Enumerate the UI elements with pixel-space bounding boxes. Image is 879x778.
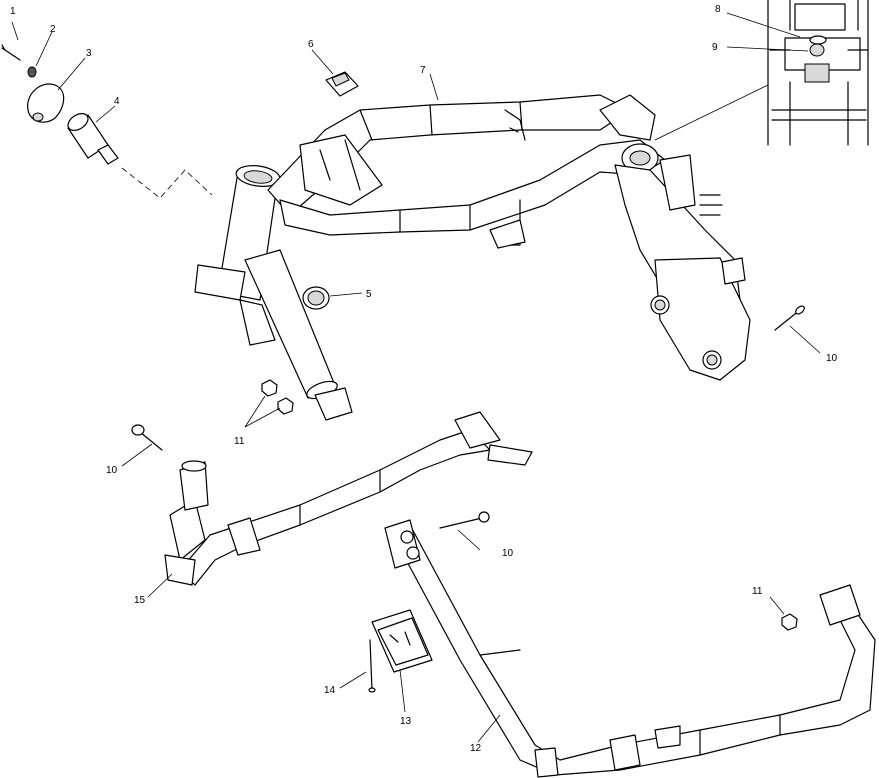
callout-15: 15 [134,595,146,606]
callout-9: 9 [712,42,718,53]
nut-11-right [781,613,798,631]
footrest-right-12 [384,519,876,778]
callout-2: 2 [50,24,56,35]
callout-13: 13 [400,716,412,727]
callout-14: 14 [324,685,336,696]
bolt-1 [1,44,21,61]
cover-plate-3 [27,83,65,123]
grommet-5 [302,286,330,310]
bolt-10-frame [774,305,805,331]
pin-4 [67,113,119,165]
leader-lines [11,12,821,743]
washer-8 [809,35,827,45]
callout-1: 1 [10,6,16,17]
washer-2 [27,66,37,78]
callout-6: 6 [308,39,314,50]
plate-13 [371,609,433,673]
footrest-left-15 [164,411,533,586]
clip-6 [325,71,359,97]
callout-7: 7 [420,65,426,76]
callout-10-left: 10 [106,465,118,476]
bolt-10-right [439,511,490,529]
callout-5: 5 [366,289,372,300]
callout-10-frame: 10 [826,353,838,364]
main-frame [194,94,751,421]
callout-labels: 1 2 3 4 5 6 7 8 9 10 10 10 11 11 12 13 1… [10,4,838,754]
nut-11-lower [277,397,294,415]
bolt-14 [368,639,376,693]
callout-8: 8 [715,4,721,15]
inset-detail [767,0,869,146]
callout-11-frame: 11 [234,436,245,447]
callout-12: 12 [470,743,482,754]
callout-4: 4 [114,96,120,107]
nut-11-upper [261,379,278,397]
bolt-10-left [131,424,163,451]
callout-3: 3 [86,48,92,59]
callout-11-right: 11 [752,586,763,597]
callout-10-right: 10 [502,548,514,559]
nut-9 [809,43,825,57]
